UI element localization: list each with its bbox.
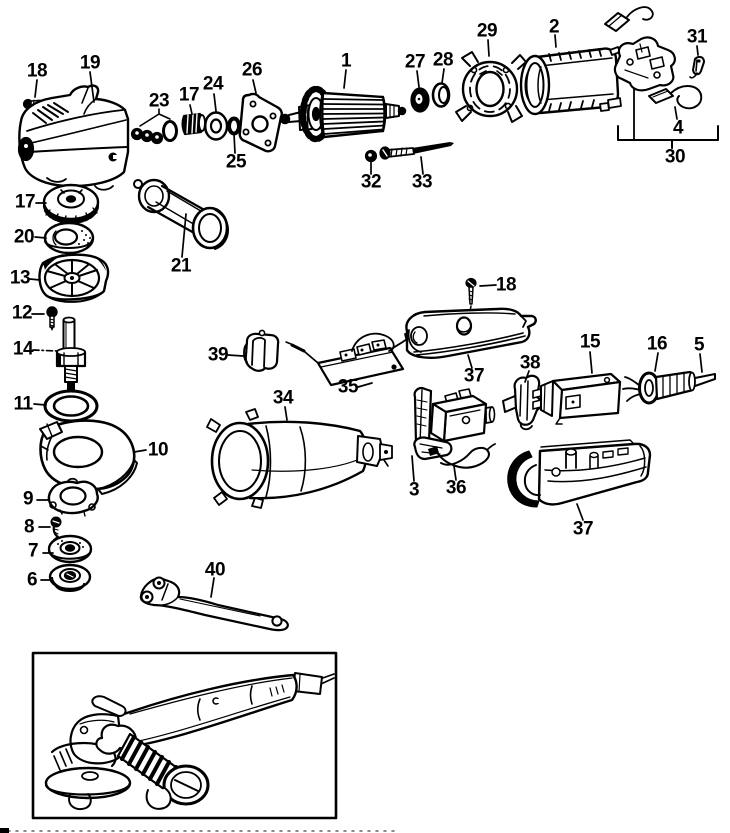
part-18-screw-mid bbox=[465, 277, 477, 318]
callout-15: 15 bbox=[579, 331, 601, 353]
part-38-bracket bbox=[502, 374, 542, 431]
part-9-bearing-plate bbox=[47, 477, 99, 517]
callout-4: 4 bbox=[672, 117, 684, 139]
part-39-clamp bbox=[243, 329, 280, 372]
part-1-armature bbox=[279, 85, 407, 143]
callout-36: 36 bbox=[445, 477, 467, 499]
part-37-top-cover bbox=[405, 307, 537, 359]
part-33-screw bbox=[379, 142, 454, 160]
leader-lines bbox=[29, 34, 703, 598]
callout-11: 11 bbox=[13, 393, 33, 415]
callout-7: 7 bbox=[27, 540, 39, 562]
callout-23: 23 bbox=[148, 90, 170, 112]
callout-32: 32 bbox=[360, 171, 382, 193]
callout-24: 24 bbox=[202, 73, 224, 95]
part-4-carbon-brush bbox=[648, 85, 703, 110]
callout-10: 10 bbox=[147, 439, 169, 461]
callout-20: 20 bbox=[13, 226, 35, 248]
callout-5: 5 bbox=[693, 334, 705, 356]
callout-17-crown: 17 bbox=[14, 191, 36, 213]
part-23-washer-set bbox=[130, 108, 178, 145]
part-5-cord bbox=[694, 373, 716, 387]
part-3-switch-lever bbox=[413, 387, 496, 461]
part-26-bearing-plate bbox=[238, 92, 283, 153]
part-8-screw bbox=[50, 516, 62, 542]
callout-25: 25 bbox=[225, 151, 247, 173]
part-7-inner-flange bbox=[47, 534, 93, 564]
part-19-gear-housing bbox=[17, 84, 130, 191]
callout-28: 28 bbox=[432, 49, 454, 71]
part-2-field-stator bbox=[519, 46, 622, 116]
part-27-bearing bbox=[410, 87, 430, 113]
callout-37-top: 37 bbox=[463, 365, 485, 387]
callout-31: 31 bbox=[686, 26, 708, 48]
callout-12: 12 bbox=[11, 302, 33, 324]
part-11-ring bbox=[43, 389, 99, 423]
part-16-cord-protector bbox=[622, 370, 696, 405]
part-32-washer bbox=[364, 149, 378, 163]
callout-40: 40 bbox=[204, 559, 226, 581]
part-37-bottom-housing bbox=[507, 439, 652, 508]
callout-26: 26 bbox=[241, 59, 263, 81]
callout-14: 14 bbox=[12, 338, 34, 360]
part-14-spindle bbox=[55, 316, 87, 390]
part-34-motor-housing bbox=[206, 408, 393, 509]
callout-37-bottom: 37 bbox=[572, 518, 594, 540]
callout-39: 39 bbox=[207, 344, 229, 366]
part-17-crown-gear bbox=[42, 183, 100, 224]
inset-assembled-grinder bbox=[31, 651, 338, 820]
part-10-wheel-guard bbox=[39, 419, 138, 495]
callout-34: 34 bbox=[272, 387, 294, 409]
part-30-brush-holder-assembly bbox=[604, 6, 719, 149]
callout-33: 33 bbox=[411, 171, 433, 193]
callout-1: 1 bbox=[340, 50, 352, 72]
callout-17-pinion: 17 bbox=[178, 84, 200, 106]
callout-2: 2 bbox=[548, 16, 560, 38]
callout-27: 27 bbox=[404, 51, 426, 73]
part-31-brush-spring bbox=[689, 55, 705, 79]
part-20-washer bbox=[43, 221, 95, 255]
part-36-wire bbox=[428, 443, 496, 469]
callout-38: 38 bbox=[519, 352, 541, 374]
callout-16: 16 bbox=[646, 333, 668, 355]
part-40-spanner-wrench bbox=[139, 576, 289, 632]
part-15-switch bbox=[532, 372, 622, 425]
callout-19: 19 bbox=[79, 52, 101, 74]
callout-30: 30 bbox=[664, 146, 686, 168]
callout-13: 13 bbox=[9, 267, 31, 289]
part-24-bearing bbox=[203, 111, 229, 141]
part-28-ring bbox=[431, 82, 451, 108]
callout-21: 21 bbox=[170, 255, 192, 277]
part-13-bearing-flange bbox=[38, 253, 110, 303]
callout-18-top: 18 bbox=[26, 60, 48, 82]
callout-9: 9 bbox=[22, 488, 34, 510]
part-29-fan-baffle bbox=[455, 51, 527, 123]
callout-29: 29 bbox=[476, 20, 498, 42]
part-25-washer bbox=[227, 116, 241, 136]
callout-6: 6 bbox=[26, 569, 38, 591]
callout-8: 8 bbox=[23, 516, 35, 538]
callout-18-mid: 18 bbox=[495, 274, 517, 296]
page-edge-artifact bbox=[0, 828, 401, 833]
part-21-side-handle bbox=[133, 178, 229, 250]
part-12-screw bbox=[46, 306, 58, 331]
part-35-terminal-block bbox=[285, 330, 420, 387]
part-17-pinion-gear bbox=[181, 112, 206, 136]
callout-3: 3 bbox=[408, 479, 420, 501]
callout-35: 35 bbox=[337, 376, 359, 398]
part-6-clamp-nut bbox=[48, 563, 92, 592]
